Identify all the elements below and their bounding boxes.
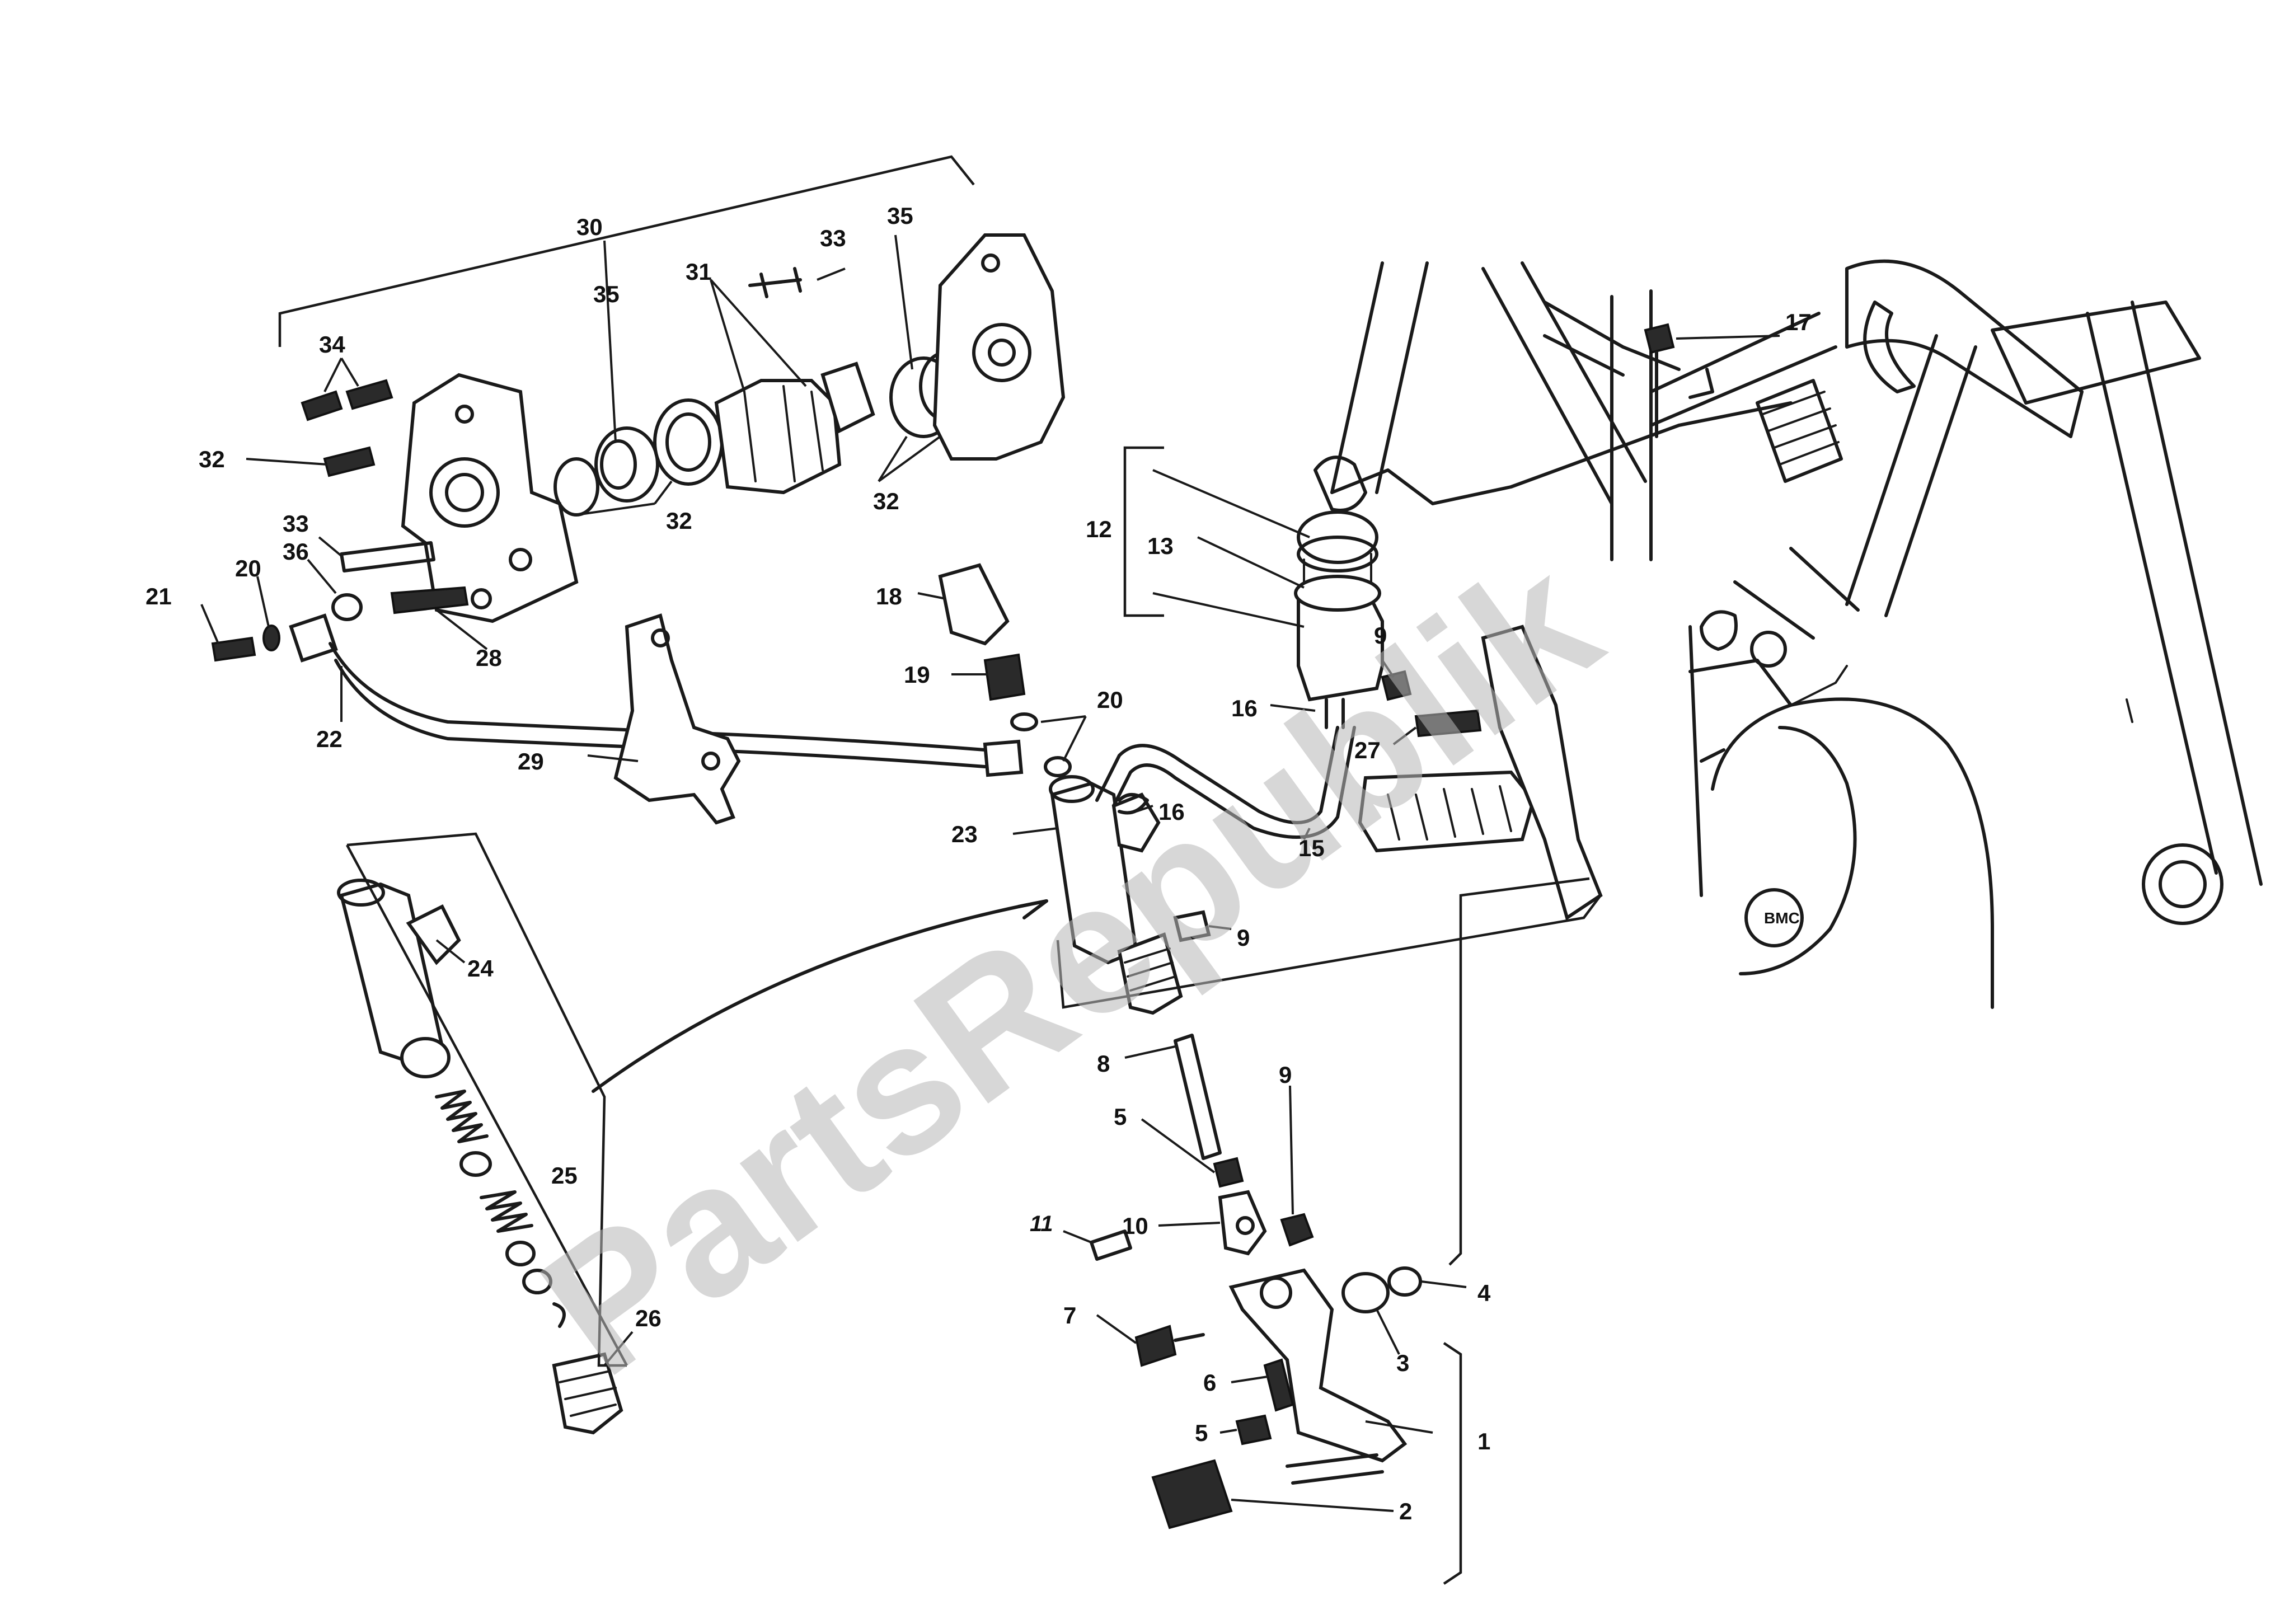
spring [435,1090,489,1143]
callout-18: 18 [876,583,902,609]
callout-3: 3 [1396,1350,1409,1376]
caliper-half-right [932,233,1066,461]
master-cylinder-detail [337,879,623,1435]
brake-pedal [1228,1268,1408,1463]
callout-35: 35 [887,203,913,229]
caliper-bolt [340,541,435,572]
banjo-bolt [211,636,256,662]
motorcycle-frame: BMC [1313,259,2263,1009]
hose-bracket [613,613,741,825]
callout-35: 35 [593,281,620,307]
callout-15: 15 [1298,835,1325,861]
callout-20: 20 [235,555,261,581]
callout-labels: 30 33 35 35 31 34 32 32 32 33 20 36 21 2… [146,203,1812,1524]
callout-9: 9 [1237,924,1250,951]
callout-1: 1 [1477,1428,1490,1454]
brake-pedal-assembly [1090,1229,1422,1529]
pivot-bolt [1134,1325,1177,1367]
callout-32: 32 [666,508,692,534]
rubber-boot [1117,932,1183,1015]
callout-2: 2 [1399,1498,1412,1524]
callout-26: 26 [635,1305,662,1331]
caliper-mount-bolt [390,586,469,614]
callout-36: 36 [283,538,309,565]
callout-9: 9 [1374,622,1387,649]
caliper-half-left [401,373,579,623]
callout-32: 32 [199,446,225,472]
pedal-rubber [1151,1459,1233,1529]
callout-12: 12 [1086,516,1112,542]
callout-21: 21 [146,583,172,609]
adjust-screw [1263,1358,1294,1412]
lock-nut [1213,1157,1244,1188]
callout-6: 6 [1203,1369,1216,1396]
watermark: PartsRepublik [506,517,1634,1415]
callout-34: 34 [319,331,345,358]
callout-16: 16 [1231,695,1258,721]
callout-27: 27 [1354,737,1381,763]
callout-32: 32 [873,488,899,514]
frame-bolt [1644,323,1675,354]
bushing [1341,1272,1390,1313]
washer [1387,1266,1422,1297]
bleed-screw [301,390,343,421]
washer [331,593,363,621]
callout-20: 20 [1097,687,1123,713]
callout-7: 7 [1063,1302,1076,1329]
callout-5: 5 [1195,1420,1208,1446]
hose-cap [938,563,1010,646]
callout-22: 22 [316,726,343,752]
callout-25: 25 [551,1162,578,1189]
callout-17: 17 [1785,309,1812,335]
callout-5: 5 [1114,1104,1127,1130]
master-cylinder-assembly [938,323,1675,1256]
callout-33: 33 [283,510,309,537]
pushrod [1174,1034,1222,1160]
callout-24: 24 [467,955,494,982]
leader-lines [200,234,1780,1512]
callout-10: 10 [1122,1213,1148,1239]
callout-28: 28 [476,645,502,671]
pad-pin [748,267,802,298]
callout-29: 29 [518,748,544,775]
callout-30: 30 [576,214,603,240]
callout-8: 8 [1097,1050,1110,1077]
callout-4: 4 [1477,1280,1491,1306]
callout-13: 13 [1147,533,1174,559]
svg-text:BMC: BMC [1764,909,1800,927]
footrest [1358,770,1536,853]
callout-19: 19 [904,661,930,688]
callout-31: 31 [686,259,712,285]
footrest-bolt [1414,709,1482,738]
group-brackets [278,155,1602,1585]
callout-11: 11 [1030,1212,1053,1236]
callout-23: 23 [951,821,978,847]
callout-33: 33 [820,225,846,251]
banjo-union [983,653,1026,701]
nut [1173,910,1211,942]
seal-ring [553,457,599,517]
clevis [1218,1190,1267,1256]
callout-9: 9 [1279,1062,1292,1088]
callout-16: 16 [1158,799,1185,825]
nut [1280,1213,1314,1247]
brake-caliper-assembly [211,233,1066,663]
piston [594,426,659,503]
brake-pads [714,379,842,495]
pivot-screw [1090,1229,1132,1261]
